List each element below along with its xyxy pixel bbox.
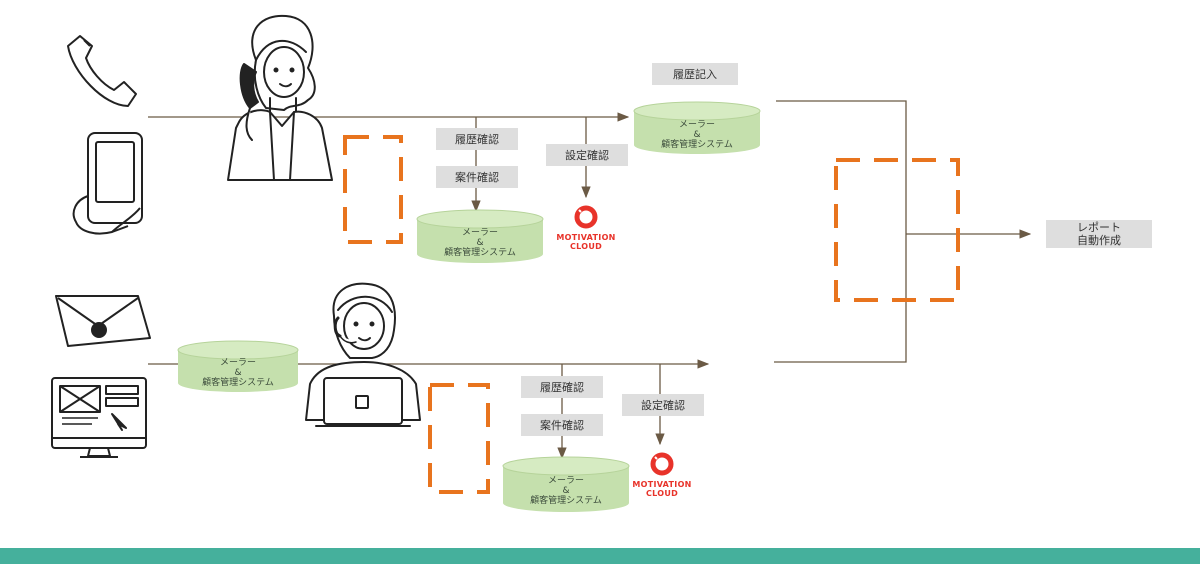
mail-envelope-icon bbox=[55, 295, 151, 347]
db-line3: 顧客管理システム bbox=[444, 248, 516, 258]
label-case-check-2: 案件確認 bbox=[521, 414, 603, 436]
label-history-check: 履歴確認 bbox=[436, 128, 518, 150]
db-line2: & bbox=[234, 368, 242, 378]
database-label-bottom: メーラー & 顧客管理システム bbox=[503, 476, 629, 506]
brand-line1: MOTIVATION bbox=[556, 233, 616, 242]
db-line1: メーラー bbox=[678, 120, 715, 130]
web-form-monitor-icon bbox=[51, 377, 147, 458]
label-case-check: 案件確認 bbox=[436, 166, 518, 188]
label-report-auto: レポート 自動作成 bbox=[1046, 220, 1152, 248]
database-label-main: メーラー & 顧客管理システム bbox=[634, 120, 760, 150]
motivation-cloud-logo bbox=[574, 205, 598, 229]
telephone-icon bbox=[67, 35, 137, 107]
merge-connector-top bbox=[774, 100, 907, 363]
db-line2: & bbox=[693, 130, 701, 140]
db-line2: & bbox=[476, 238, 484, 248]
brand-line1: MOTIVATION bbox=[632, 480, 692, 489]
db-line1: メーラー bbox=[461, 228, 498, 238]
label-history-entry: 履歴記入 bbox=[652, 63, 738, 85]
db-line1: メーラー bbox=[219, 358, 256, 368]
operator-with-laptop-illustration bbox=[305, 282, 421, 427]
database-label-top: メーラー & 顧客管理システム bbox=[417, 228, 543, 258]
smartphone-icon bbox=[72, 132, 143, 235]
label-setting-check-2: 設定確認 bbox=[622, 394, 704, 416]
database-cylinder-bottom bbox=[502, 456, 630, 512]
report-line1: レポート bbox=[1077, 221, 1121, 234]
operator-on-phone-illustration bbox=[227, 14, 333, 181]
label-setting-check: 設定確認 bbox=[546, 144, 628, 166]
database-label-left: メーラー & 顧客管理システム bbox=[178, 358, 298, 388]
motivation-cloud-text: MOTIVATION CLOUD bbox=[546, 233, 626, 251]
db-line3: 顧客管理システム bbox=[530, 496, 602, 506]
dashed-highlight-boxes bbox=[343, 135, 960, 494]
report-line2: 自動作成 bbox=[1077, 234, 1121, 247]
brand-line2: CLOUD bbox=[645, 489, 679, 498]
database-cylinder-left bbox=[177, 340, 299, 392]
bottom-accent-bar bbox=[0, 548, 1200, 564]
db-line3: 顧客管理システム bbox=[661, 140, 733, 150]
dashed-box-bottom bbox=[428, 383, 490, 494]
db-line3: 顧客管理システム bbox=[202, 378, 274, 388]
motivation-cloud-text-2: MOTIVATION CLOUD bbox=[622, 480, 702, 498]
motivation-cloud-logo-2 bbox=[650, 452, 674, 476]
label-history-check-2: 履歴確認 bbox=[521, 376, 603, 398]
dashed-box-top bbox=[343, 135, 403, 244]
brand-line2: CLOUD bbox=[569, 242, 603, 251]
database-cylinder-top bbox=[416, 209, 544, 263]
db-line1: メーラー bbox=[547, 476, 584, 486]
database-cylinder-main bbox=[633, 101, 761, 154]
dashed-box-merge bbox=[834, 158, 960, 302]
db-line2: & bbox=[562, 486, 570, 496]
